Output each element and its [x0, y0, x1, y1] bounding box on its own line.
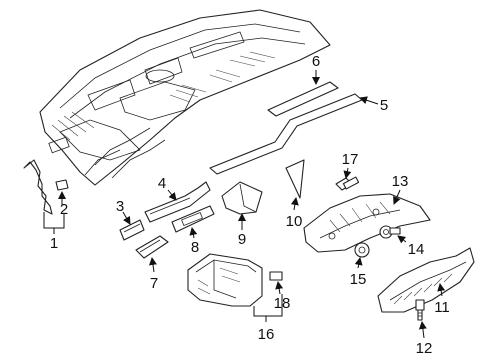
part-8-panel [171, 205, 215, 233]
part-14-nut [379, 225, 401, 239]
callout-5: 5 [380, 97, 388, 114]
part-7-small-panel [135, 235, 169, 259]
callout-6: 6 [312, 53, 320, 70]
callout-9: 9 [238, 231, 246, 248]
part-16-glove-box [187, 253, 263, 307]
callout-1: 1 [50, 235, 58, 252]
callout-leaders [43, 70, 446, 339]
instrument-panel [39, 9, 331, 186]
part-10-triangle-panel [285, 159, 305, 199]
part-12-screw [415, 299, 425, 321]
callout-12: 12 [416, 340, 433, 357]
callout-8: 8 [191, 239, 199, 256]
part-6-trim-strip [267, 81, 339, 117]
part-9-wedge-bracket [221, 181, 263, 215]
part-17-bolt [335, 176, 360, 191]
part-1-side-bracket [23, 159, 53, 215]
part-2-clip [55, 179, 69, 191]
callout-3: 3 [116, 198, 124, 215]
part-3-small-bracket [119, 219, 145, 241]
callout-13: 13 [392, 173, 409, 190]
part-4-trim-bracket [144, 181, 211, 223]
callout-7: 7 [150, 275, 158, 292]
part-11-lower-housing [377, 247, 475, 313]
callout-18: 18 [274, 295, 291, 312]
callout-15: 15 [350, 271, 367, 288]
callout-2: 2 [60, 201, 68, 218]
callout-14: 14 [408, 241, 425, 258]
callout-17: 17 [342, 151, 359, 168]
callout-16: 16 [258, 326, 275, 343]
callout-4: 4 [158, 175, 166, 192]
part-15-clip-nut [354, 242, 370, 258]
part-13-mounting-tray [303, 193, 431, 253]
callout-11: 11 [434, 299, 450, 316]
callout-10: 10 [286, 213, 303, 230]
part-18-cap [269, 271, 283, 281]
callout-numbers: 1 2 3 4 5 6 7 8 9 10 11 12 13 14 15 16 1… [50, 53, 450, 357]
